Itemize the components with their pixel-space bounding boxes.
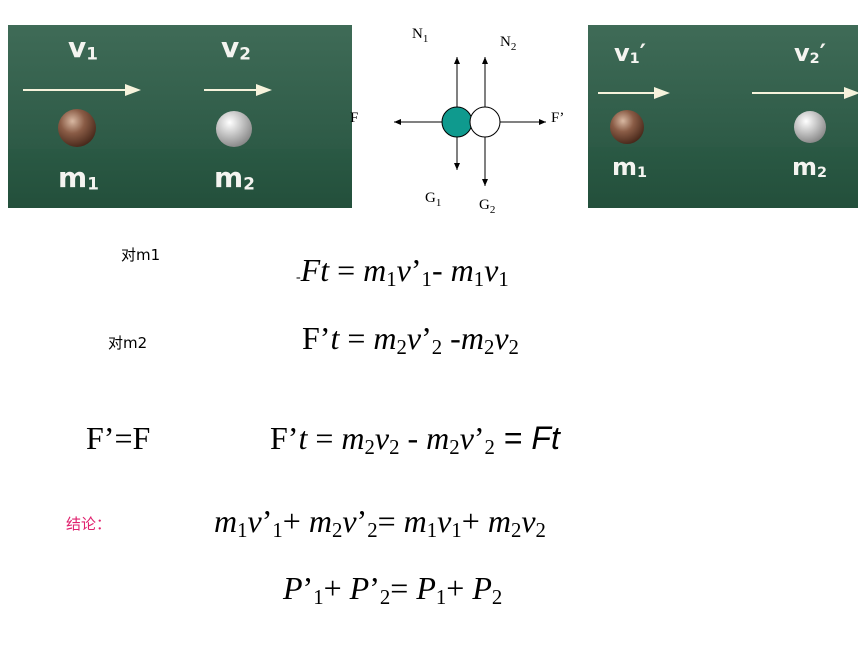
v2-prime-label: v2′ <box>794 39 826 68</box>
velocity-arrow-2-after <box>752 87 858 99</box>
m1-label: m1 <box>58 161 99 194</box>
v1-label: v1 <box>68 31 98 64</box>
ball-m2-after <box>794 111 826 143</box>
f-equal-label: F’=F <box>86 420 151 456</box>
equation-momentum-conservation: m1v’1+ m2v’2= m1v1+ m2v2 <box>214 503 546 543</box>
conclusion-label: 结论： <box>66 515 112 533</box>
ball-2-diagram <box>469 106 501 138</box>
n2-label: N2 <box>500 34 517 53</box>
g1-label: G1 <box>425 190 442 209</box>
ball-m1-after <box>610 110 644 144</box>
n1-label: N1 <box>412 26 429 45</box>
equation-impulse: F’t = m2v2 - m2v’2 = Ft <box>270 420 560 460</box>
velocity-arrow-1 <box>23 84 141 96</box>
ball-m1 <box>58 109 96 147</box>
velocity-arrow-2 <box>204 84 272 96</box>
velocity-arrow-1-after <box>598 87 670 99</box>
force-diagram <box>394 57 546 186</box>
m2-label-after: m2 <box>792 153 828 182</box>
equation-m2: F’t = m2v’2 -m2v2 <box>302 320 519 360</box>
ball-m2 <box>216 111 252 147</box>
m2-label: m2 <box>214 161 255 194</box>
for-m2-label: 对m2 <box>108 334 148 352</box>
for-m1-label: 对m1 <box>121 246 161 264</box>
fp-label: F’ <box>551 110 565 126</box>
m1-label-after: m1 <box>612 153 648 182</box>
g2-label: G2 <box>479 197 496 216</box>
equation-momentum-P: P’1+ P’2= P1+ P2 <box>283 570 503 610</box>
v2-label: v2 <box>221 31 251 64</box>
v1-prime-label: v1′ <box>614 39 646 68</box>
equation-m1: -Ft = m1v’1- m1v1 <box>296 252 509 292</box>
f-label: F <box>350 110 359 126</box>
ball-1-diagram <box>441 106 473 138</box>
after-collision-panel: v1′ v2′ m1 m2 <box>588 25 858 208</box>
before-collision-panel: v1 v2 m1 m2 <box>8 25 352 208</box>
